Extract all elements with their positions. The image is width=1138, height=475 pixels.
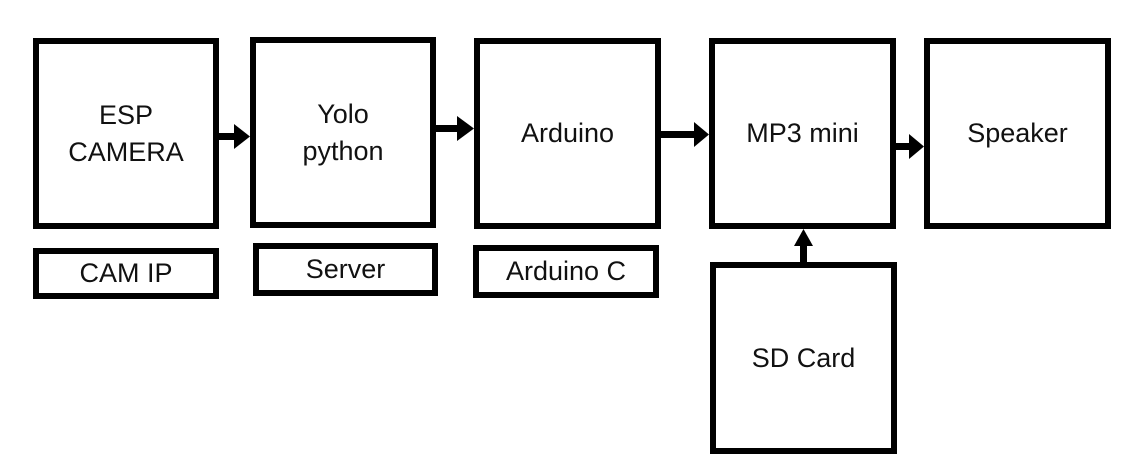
block-sd-card: SD Card [710,262,897,454]
arrow-esp-to-yolo [219,124,250,149]
sublabel-arduino-c-text: Arduino C [505,256,627,286]
arrow-yolo-to-arduino [436,116,474,141]
block-mp3-mini: MP3 mini [709,38,896,229]
sublabel-server: Server [253,243,438,296]
arrow-arduino-to-mp3 [661,122,709,147]
block-speaker: Speaker [924,38,1111,229]
sublabel-arduino-c: Arduino C [473,245,659,298]
sublabel-cam-ip: CAM IP [33,248,219,299]
block-yolo-python: Yolo python [250,37,436,228]
block-sd-card-label: SD Card [751,342,856,373]
block-arduino: Arduino [474,38,661,229]
block-yolo-python-label: Yolo python [302,99,384,166]
block-speaker-label: Speaker [967,118,1068,149]
sublabel-server-text: Server [305,254,386,284]
sublabel-cam-ip-text: CAM IP [79,258,173,288]
arrow-mp3-to-speaker [896,134,924,159]
block-esp-camera-label: ESP CAMERA [68,100,184,167]
block-mp3-mini-label: MP3 mini [746,118,859,149]
block-arduino-label: Arduino [520,118,615,149]
block-esp-camera: ESP CAMERA [33,38,219,229]
arrow-sd-to-mp3 [794,229,813,263]
